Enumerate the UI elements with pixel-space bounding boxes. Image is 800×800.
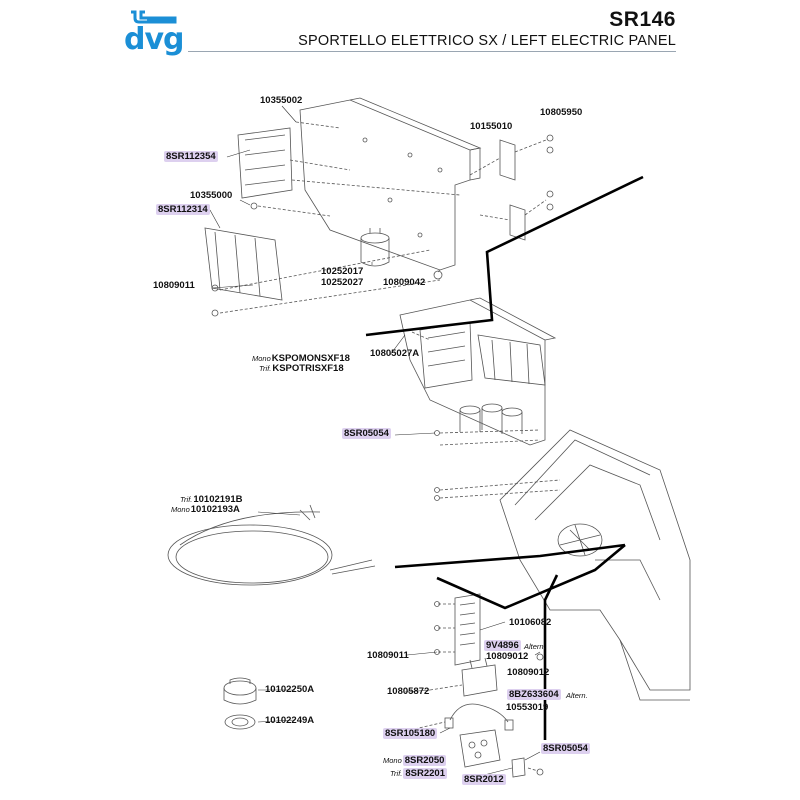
label-10809011-lower: 10809011 — [367, 650, 409, 661]
label-10106082: 10106082 — [509, 617, 552, 628]
label-8sr112354: 8SR112354 — [164, 151, 218, 162]
terminal-strip — [454, 593, 481, 666]
hinge-bracket-upper — [499, 139, 516, 181]
upper-relay-bank — [237, 127, 293, 199]
gland-nut — [224, 714, 256, 730]
label-10809012-b: 10809012 — [507, 667, 550, 678]
label-10809012-a: 10809012 — [486, 651, 529, 662]
upper-mounting-plate — [299, 99, 471, 271]
label-8sr2012: 8SR2012 — [462, 774, 506, 785]
contactor-block — [204, 227, 283, 301]
lower-mounting-plate — [399, 299, 546, 446]
alternative-note-2: Altern. — [566, 691, 588, 700]
power-cable — [167, 504, 376, 586]
fan-wheel — [557, 523, 603, 557]
label-10805027a: 10805027A — [370, 348, 420, 359]
header-divider — [188, 51, 676, 52]
separator-line-2 — [436, 544, 626, 610]
separator-line-3 — [394, 543, 626, 569]
label-10809011-upper: 10809011 — [153, 280, 195, 291]
prefix-mono: Mono — [252, 354, 271, 363]
capacitor-upper — [360, 232, 390, 244]
logo-tap-icon — [131, 10, 177, 24]
separator-line-4 — [543, 574, 559, 740]
label-10553019: 10553019 — [506, 702, 549, 713]
model-code: SR146 — [609, 8, 676, 31]
label-10102193a: Mono10102193A — [171, 504, 240, 515]
wire-harness — [449, 703, 509, 723]
label-8sr112314: 8SR112314 — [156, 204, 210, 215]
label-8sr05054-lower: 8SR05054 — [541, 743, 590, 754]
label-8bz633604: 8BZ633604 — [507, 689, 561, 700]
label-10355000: 10355000 — [190, 190, 233, 201]
label-10155010: 10155010 — [470, 121, 513, 132]
label-10355002: 10355002 — [260, 95, 303, 106]
label-10102249a: 10102249A — [265, 715, 315, 726]
label-9v4896: 9V4896 — [484, 640, 521, 651]
label-10252017: 10252017 — [321, 266, 364, 277]
alternative-note-1: Altern. — [524, 642, 546, 651]
separator-line-1 — [365, 175, 644, 337]
label-10805950: 10805950 — [540, 107, 583, 118]
relay-9v4896 — [461, 664, 498, 697]
label-kspotrisxf18: Trif.KSPOTRISXF18 — [259, 363, 344, 374]
label-8sr105180: 8SR105180 — [383, 728, 438, 739]
label-8sr2201: Trif.8SR2201 — [390, 768, 447, 779]
label-10805872: 10805872 — [387, 686, 430, 697]
prefix-trif: Trif. — [259, 364, 272, 373]
switch-8sr2012 — [511, 757, 526, 778]
cable-gland — [223, 677, 257, 705]
page-subtitle: SPORTELLO ELETTRICO SX / LEFT ELECTRIC P… — [298, 33, 676, 49]
capacitors-lower — [459, 405, 481, 415]
switch-8sr2050 — [459, 729, 501, 768]
label-kspomonsxf18: MonoKSPOMONSXF18 — [252, 353, 350, 364]
label-10102250a: 10102250A — [265, 684, 315, 695]
logo-text: dvg — [124, 22, 185, 57]
label-8sr05054-upper: 8SR05054 — [342, 428, 391, 439]
label-10102191b: Trif.10102191B — [180, 494, 243, 505]
label-10252027: 10252027 — [321, 277, 364, 288]
label-10809042: 10809042 — [383, 277, 426, 288]
dvg-logo — [125, 8, 187, 58]
